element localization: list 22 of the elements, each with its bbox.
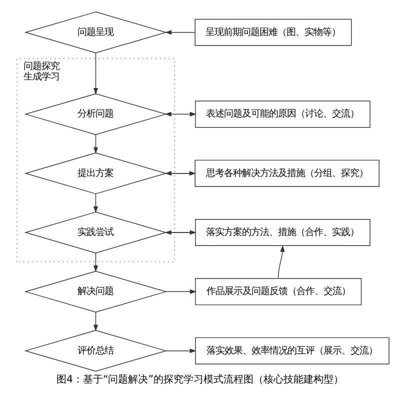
arrow [165, 30, 196, 35]
node-box: 落实方案的方法、措施（合作、实践） [195, 218, 370, 246]
node-diamond: 实践尝试 [24, 212, 168, 254]
arrow [278, 245, 285, 278]
node-box: 表述问题及可能的原因（讨论、交流） [195, 100, 370, 128]
node-box: 呈现前期问题困难（图、实物等） [194, 18, 352, 46]
arrow [93, 312, 98, 332]
arrow [166, 289, 196, 294]
arrow [166, 348, 196, 354]
node-box: 落实效果、效率情况的互评（展示、交流） [195, 337, 390, 364]
node-diamond: 解决问题 [24, 270, 168, 312]
node-diamond: 问题呈现 [24, 12, 168, 54]
node-box: 作品展示及问题反馈（合作、交流） [195, 278, 362, 306]
node-diamond: 提出方案 [24, 152, 168, 194]
arrow [93, 134, 98, 154]
node-box: 思考各种解决方法及措施（分组、探究） [194, 160, 380, 187]
arrow [93, 252, 98, 272]
node-diamond: 分析问题 [24, 93, 168, 136]
node-diamond: 评价总结 [24, 330, 168, 372]
arrow [93, 194, 98, 213]
arrow [93, 52, 98, 95]
caption: 图4：基于“问题解决”的探究学习模式流程图（核心技能建构型） [56, 374, 344, 386]
